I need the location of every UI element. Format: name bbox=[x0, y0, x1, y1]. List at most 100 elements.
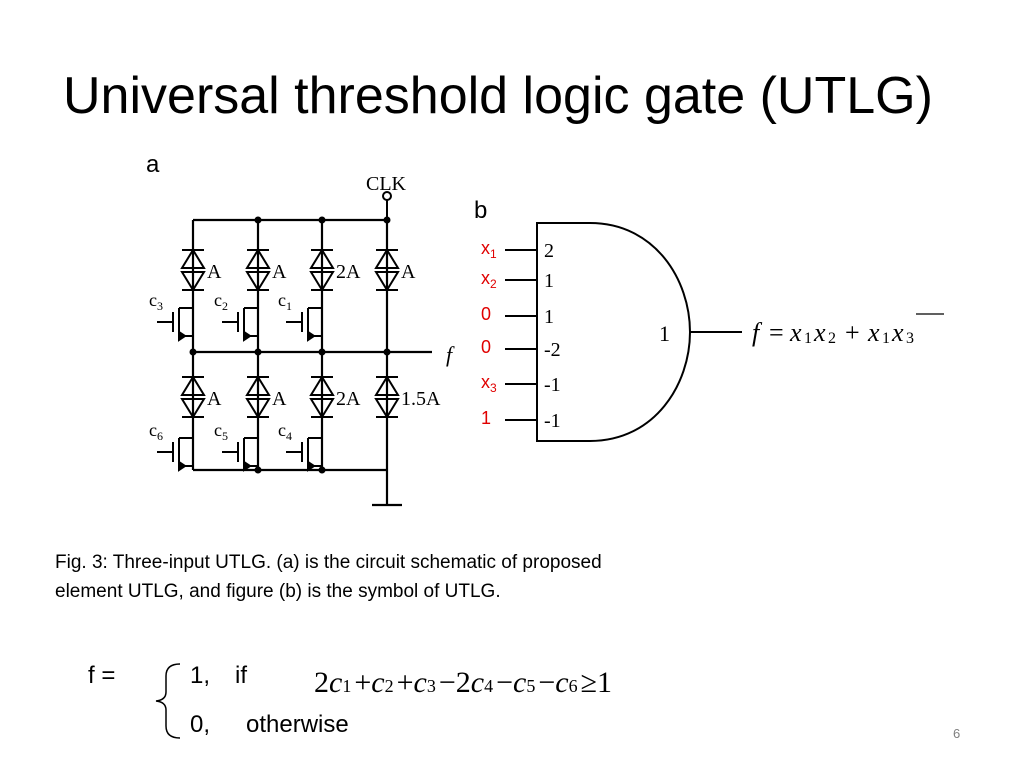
diode-up bbox=[245, 375, 271, 396]
control-letter: c bbox=[214, 290, 222, 310]
diode-down bbox=[374, 271, 400, 292]
diode-pair bbox=[374, 375, 400, 419]
piecewise-lhs: f = bbox=[88, 662, 116, 689]
diode-pair bbox=[374, 248, 400, 292]
inequality-token: c bbox=[371, 666, 384, 699]
inequality-token: − bbox=[538, 666, 555, 699]
diode-up bbox=[309, 248, 335, 269]
diode-down bbox=[180, 271, 206, 292]
gate-input-label: x2 bbox=[481, 268, 497, 291]
gate-weight: -1 bbox=[544, 410, 561, 432]
area-label: A bbox=[272, 261, 287, 283]
eq-t1-s2: 2 bbox=[828, 330, 836, 347]
output-equation: f = x 1 x 2 + x 1 x 3 bbox=[752, 318, 914, 347]
diode-down bbox=[180, 398, 206, 419]
eq-t2-s2: 3 bbox=[906, 330, 914, 347]
clk-terminal bbox=[382, 191, 392, 201]
control-subscript: 3 bbox=[157, 299, 163, 313]
transistor-arrow bbox=[243, 460, 252, 472]
inequality-token: 2 bbox=[385, 676, 394, 696]
case2-value: 0, bbox=[190, 711, 211, 738]
control-subscript: 1 bbox=[286, 299, 292, 313]
input-name: x bbox=[481, 268, 490, 288]
circuit-rails bbox=[191, 218, 432, 507]
gate-weight: 1 bbox=[544, 306, 554, 328]
transistor bbox=[157, 307, 193, 342]
eq-t2-v2: x bbox=[891, 318, 904, 347]
area-label: A bbox=[401, 261, 416, 283]
gate-weight: 2 bbox=[544, 240, 554, 262]
gate-input-label: 0 bbox=[481, 304, 491, 324]
diode-up bbox=[374, 248, 400, 269]
inequality-token: 6 bbox=[569, 676, 578, 696]
gate-input-label: x1 bbox=[481, 238, 497, 261]
control-label: c2 bbox=[214, 290, 228, 313]
diode-pair bbox=[245, 248, 271, 292]
gate-weight: -1 bbox=[544, 374, 561, 396]
control-subscript: 2 bbox=[222, 299, 228, 313]
slide-title: Universal threshold logic gate (UTLG) bbox=[63, 67, 933, 125]
eq-t2-v1: x bbox=[867, 318, 880, 347]
eq-plus: + bbox=[845, 318, 860, 347]
control-letter: c bbox=[149, 290, 157, 310]
case1-value: 1, bbox=[190, 662, 211, 689]
inequality-token: + bbox=[354, 666, 371, 699]
inequality-token: − bbox=[439, 666, 456, 699]
control-label: c5 bbox=[214, 420, 228, 443]
area-label: 2A bbox=[336, 388, 361, 410]
figure-caption: Fig. 3: Three-input UTLG. (a) is the cir… bbox=[55, 548, 755, 606]
eq-t2-s1: 1 bbox=[882, 330, 890, 347]
piecewise-brace bbox=[155, 663, 181, 739]
inequality-token: 2 bbox=[456, 666, 471, 699]
control-letter: c bbox=[214, 420, 222, 440]
eq-t1-s1: 1 bbox=[804, 330, 812, 347]
gate-input-label: 1 bbox=[481, 408, 491, 428]
input-name: 0 bbox=[481, 304, 491, 324]
input-subscript: 2 bbox=[490, 277, 497, 291]
control-subscript: 4 bbox=[286, 429, 292, 443]
control-letter: c bbox=[278, 420, 286, 440]
diode-up bbox=[180, 248, 206, 269]
diode-down bbox=[309, 271, 335, 292]
transistor-arrow bbox=[178, 330, 187, 342]
case2-otherwise: otherwise bbox=[246, 711, 349, 738]
transistor-arrow bbox=[178, 460, 187, 472]
diode-down bbox=[245, 398, 271, 419]
input-name: x bbox=[481, 372, 490, 392]
control-letter: c bbox=[278, 290, 286, 310]
case1-if: if bbox=[235, 662, 247, 689]
control-letter: c bbox=[149, 420, 157, 440]
diode-pair bbox=[309, 375, 335, 419]
control-label: c3 bbox=[149, 290, 163, 313]
diode-pair bbox=[180, 375, 206, 419]
eq-t1-v1: x bbox=[789, 318, 802, 347]
gate-input-label: x3 bbox=[481, 372, 497, 395]
area-label: 2A bbox=[336, 261, 361, 283]
gate-weight: 1 bbox=[544, 270, 554, 292]
inequality-token: c bbox=[471, 666, 484, 699]
transistor-arrow bbox=[307, 330, 316, 342]
diode-up bbox=[245, 248, 271, 269]
diode-pair bbox=[245, 375, 271, 419]
control-label: c6 bbox=[149, 420, 163, 443]
transistor bbox=[222, 307, 258, 342]
transistor bbox=[222, 437, 258, 472]
control-subscript: 5 bbox=[222, 429, 228, 443]
diode-down bbox=[374, 398, 400, 419]
diode-down bbox=[245, 271, 271, 292]
area-label: A bbox=[207, 261, 222, 283]
inequality: 2c1+c2+c3−2c4−c5−c6≥1 bbox=[314, 666, 612, 699]
inequality-token: 2 bbox=[314, 666, 329, 699]
input-name: 1 bbox=[481, 408, 491, 428]
input-name: x bbox=[481, 238, 490, 258]
transistor bbox=[286, 437, 322, 472]
caption-line-2: element UTLG, and figure (b) is the symb… bbox=[55, 581, 501, 602]
inequality-token: − bbox=[496, 666, 513, 699]
transistor bbox=[286, 307, 322, 342]
inequality-token: ≥ bbox=[581, 666, 597, 699]
area-label: 1.5A bbox=[401, 388, 441, 410]
inequality-token: 1 bbox=[342, 676, 351, 696]
diode-up bbox=[180, 375, 206, 396]
panel-a-label: a bbox=[146, 151, 160, 178]
